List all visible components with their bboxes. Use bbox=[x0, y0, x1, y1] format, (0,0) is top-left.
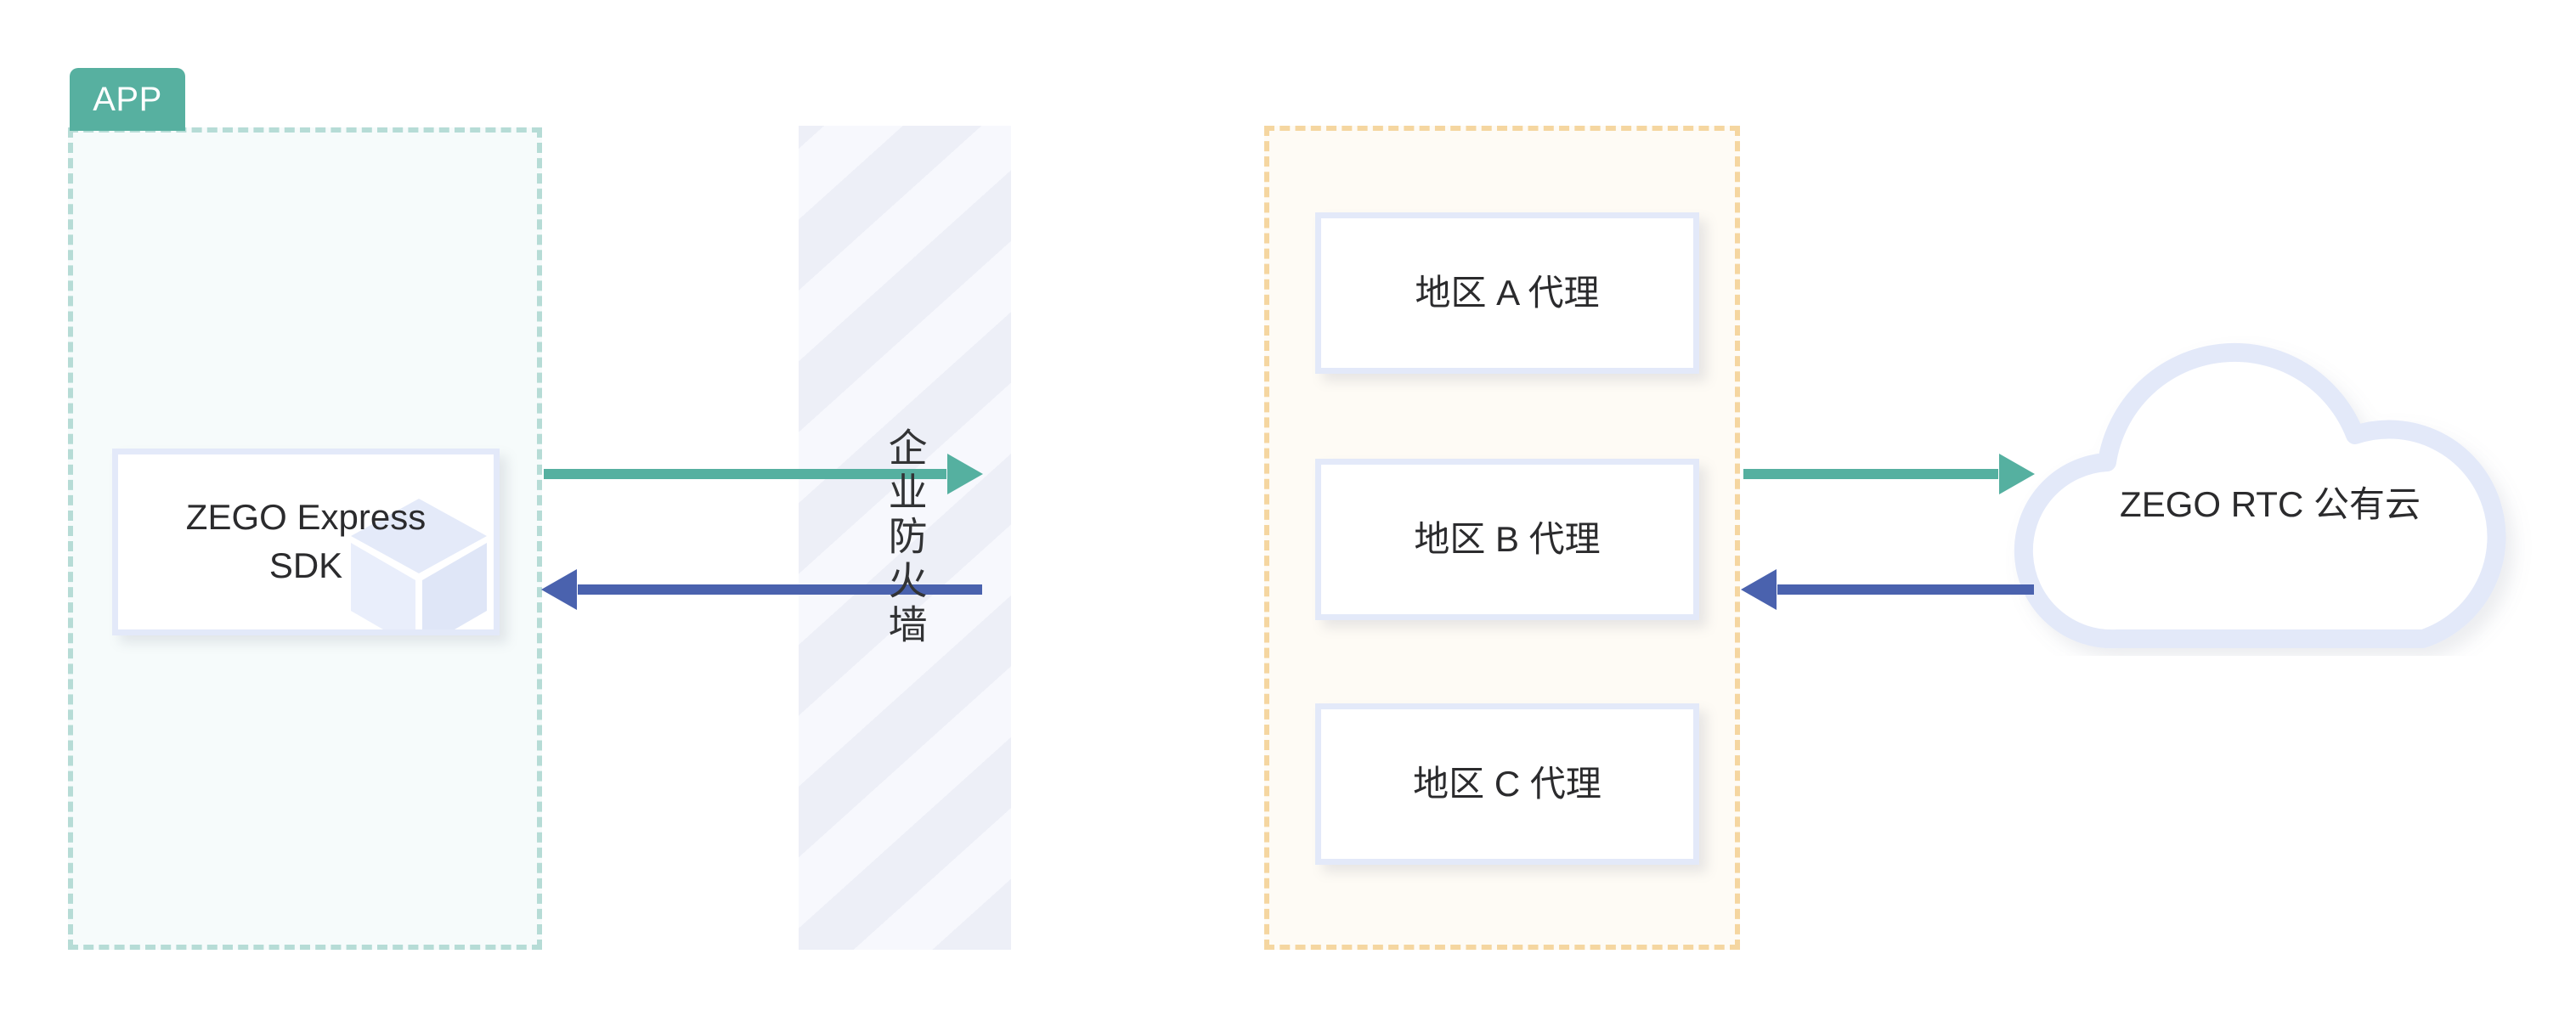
proxy-label-region-a: 地区 A 代理 bbox=[1415, 272, 1600, 313]
arrow-head bbox=[1741, 569, 1777, 610]
arrow-shaft bbox=[1777, 584, 2034, 595]
arrow-head bbox=[541, 569, 577, 610]
app-badge-label: APP bbox=[93, 80, 162, 118]
arrow-head bbox=[1999, 454, 2035, 494]
cube-icon bbox=[351, 499, 487, 629]
enterprise-firewall-band: 企业防火墙 bbox=[799, 126, 1011, 950]
firewall-label: 企业防火墙 bbox=[883, 427, 928, 648]
arrow-shaft bbox=[1743, 469, 1998, 479]
app-badge: APP bbox=[70, 68, 185, 131]
proxy-card-region-c[interactable]: 地区 C 代理 bbox=[1315, 703, 1699, 865]
arrow-shaft bbox=[544, 469, 946, 479]
proxy-label-region-c: 地区 C 代理 bbox=[1413, 763, 1602, 804]
proxy-card-region-b[interactable]: 地区 B 代理 bbox=[1315, 459, 1699, 620]
proxy-card-region-a[interactable]: 地区 A 代理 bbox=[1315, 212, 1699, 374]
zego-express-sdk-card[interactable]: ZEGO Express SDK bbox=[112, 449, 500, 635]
cloud-label: ZEGO RTC 公有云 bbox=[2120, 484, 2421, 524]
cloud-icon bbox=[2014, 342, 2506, 649]
sdk-label: ZEGO Express SDK bbox=[185, 497, 427, 585]
arrow-shaft bbox=[578, 584, 982, 595]
arrow-head bbox=[947, 454, 983, 494]
proxy-label-region-b: 地区 B 代理 bbox=[1414, 518, 1601, 559]
